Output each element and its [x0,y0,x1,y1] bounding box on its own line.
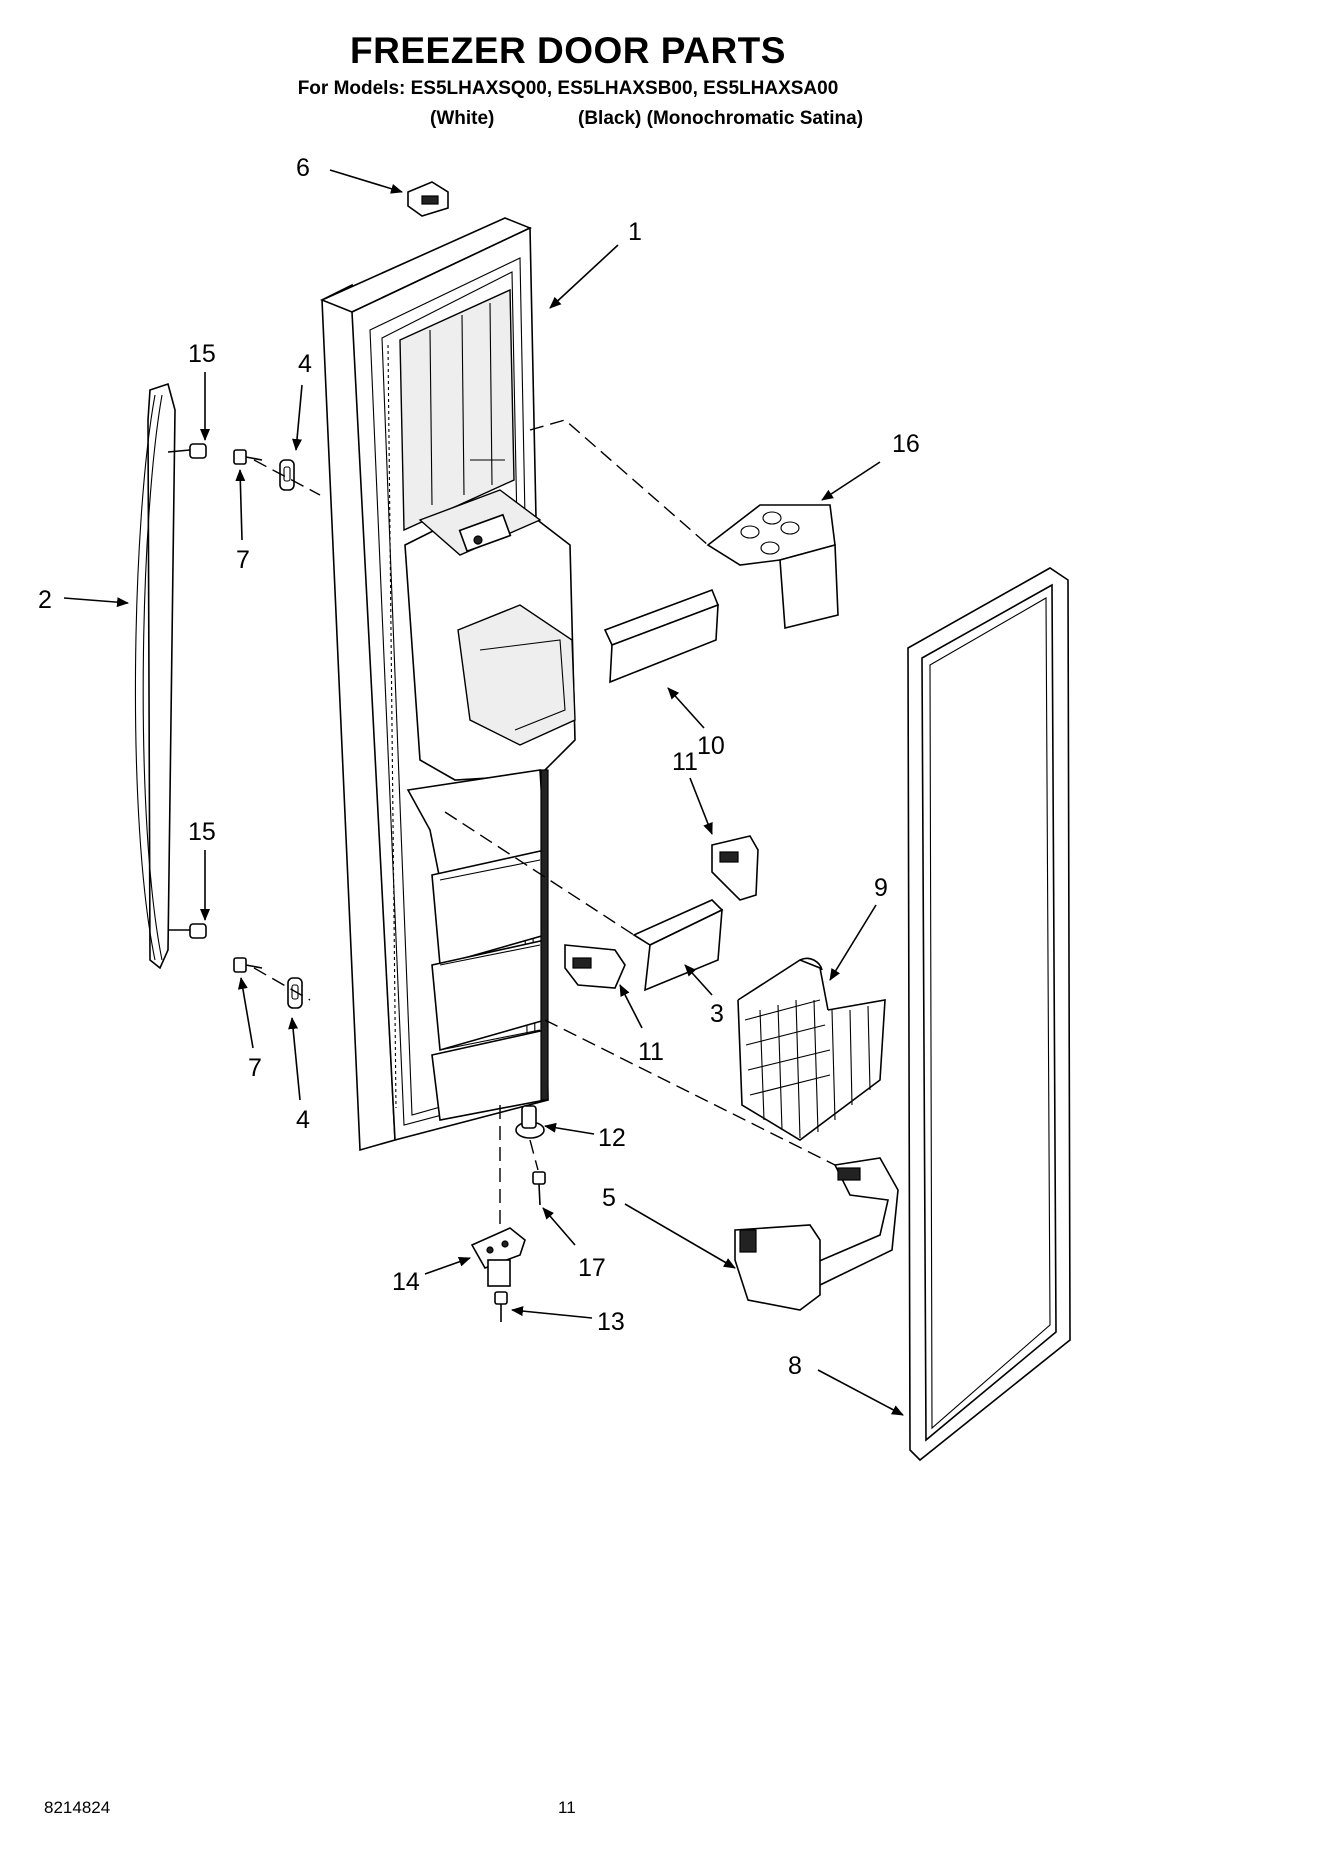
freezer-door-assembly [319,217,576,1152]
arrow-4-lower [288,1017,301,1101]
handle-mount-screw-upper [233,449,263,465]
arrow-2 [63,597,129,608]
callout-10: 10 [697,732,725,760]
arrow-12 [544,1122,595,1135]
callout-6: 6 [296,154,310,182]
arrow-11-lower [619,984,643,1029]
door-gasket [907,567,1071,1462]
callout-4-lower: 4 [296,1106,310,1134]
callout-8: 8 [788,1352,802,1380]
trim-strip [603,588,720,684]
shelf-end-cap-right [711,835,759,901]
door-shelf [632,899,724,992]
callout-4-upper: 4 [298,350,312,378]
handle-clip-lower [287,977,303,1009]
callout-5: 5 [602,1184,616,1212]
arrow-10 [667,687,705,729]
shelf-end-cap-left [564,944,626,989]
arrow-11-upper [689,777,713,835]
arrow-14 [424,1256,471,1275]
page-title: FREEZER DOOR PARTS [350,30,786,71]
callout-3: 3 [710,1000,724,1028]
hinge-bushing [515,1105,545,1139]
arrow-3 [684,964,713,996]
callout-13: 13 [597,1308,625,1336]
arrow-5 [624,1203,736,1269]
callout-17: 17 [578,1254,606,1282]
callout-9: 9 [874,874,888,902]
callout-11-upper: 11 [672,748,698,776]
handle-clip-upper [279,459,295,491]
variant-white: (White) [430,108,495,129]
arrow-17 [542,1207,576,1246]
arrow-7-lower [237,977,254,1049]
door-handle [134,382,176,970]
handle-screw-lower [168,923,207,939]
wire-ice-basket [737,957,886,1141]
callout-15-upper: 15 [188,340,216,368]
variant-black-satina: (Black) (Monochromatic Satina) [578,108,864,129]
arrow-4-upper [292,384,303,451]
callout-14: 14 [392,1268,420,1296]
callout-12: 12 [598,1124,626,1152]
callout-7-upper: 7 [236,546,250,574]
hinge-mount-screw [494,1291,508,1322]
page-number: 11 [558,1798,576,1817]
dispenser-mounting-plate [706,504,839,630]
handle-screw-upper [167,443,207,459]
arrow-6 [329,169,403,194]
callout-11-lower: 11 [638,1038,664,1066]
arrow-1 [549,244,619,309]
top-hinge-cover [407,181,449,217]
arrow-16 [821,461,881,501]
bottom-hinge-bracket [470,1227,526,1287]
exploded-parts-diagram: 6 1 15 4 16 7 2 10 11 15 9 3 11 7 4 12 5… [38,154,1071,1462]
callout-16: 16 [892,430,920,458]
arrow-7-upper [235,469,246,541]
callout-15-lower: 15 [188,818,216,846]
hinge-screw [532,1171,546,1206]
handle-mount-screw-lower [233,957,263,973]
callout-1: 1 [628,218,642,246]
bottom-door-bin [734,1157,899,1311]
model-list: For Models: ES5LHAXSQ00, ES5LHAXSB00, ES… [297,78,839,99]
arrow-8 [817,1369,904,1416]
arrow-13 [511,1306,593,1319]
arrow-9 [829,904,877,981]
callout-7-lower: 7 [248,1054,262,1082]
callout-2: 2 [38,586,52,614]
document-number: 8214824 [44,1798,111,1817]
